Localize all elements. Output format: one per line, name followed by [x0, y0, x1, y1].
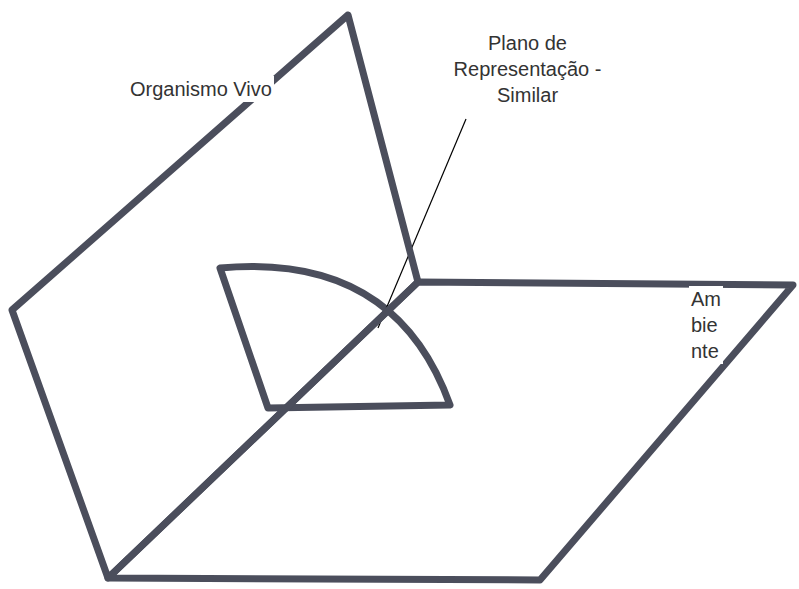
- plane-label: Plano de Representação - Similar: [440, 30, 615, 108]
- plane-edge: [108, 282, 793, 580]
- callout-label: Plano de Representação - Similar: [440, 30, 615, 108]
- environment-plane: Am bie nte: [104, 278, 796, 584]
- organism-plane: Organismo Vivo: [8, 10, 424, 584]
- plane-name: Am bie nte: [689, 286, 723, 364]
- plane-edge: [12, 15, 418, 578]
- leader-line: [378, 119, 466, 328]
- plane-name: Organismo Vivo: [128, 76, 274, 102]
